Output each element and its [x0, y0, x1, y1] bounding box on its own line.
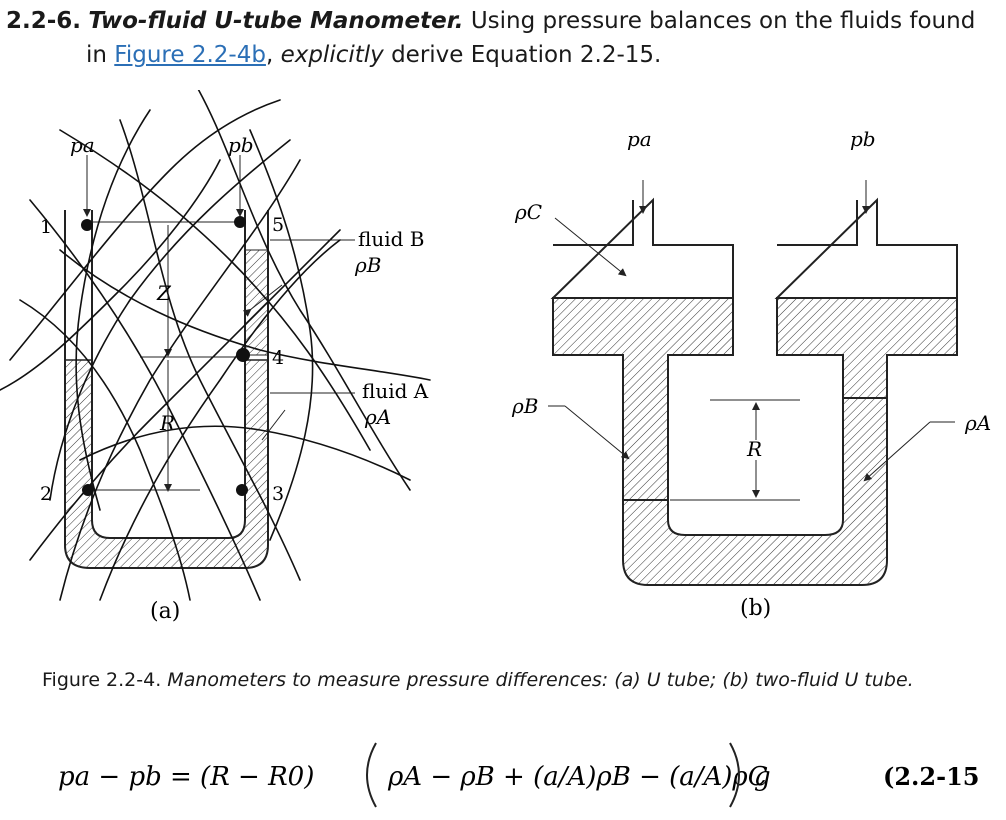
figure-a: pa pb 1 2 3 4 5 Z R fluid B ρB fluid A ρ… — [0, 90, 431, 624]
fig-a-fluid-b-label: fluid B — [358, 227, 424, 251]
fig-a-pb-label: pb — [228, 133, 254, 157]
fig-a-point-5: 5 — [272, 214, 284, 236]
fig-b-rho-b-label: ρB — [511, 394, 538, 418]
problem-text-2-suffix: derive Equation 2.2-15. — [391, 42, 662, 68]
fig-b-right-hatched-fluid-b — [776, 297, 958, 399]
fig-a-z-label: Z — [156, 281, 172, 305]
fig-b-pb-label: pb — [850, 127, 876, 151]
caption-text: Manometers to measure pressure differenc… — [167, 669, 914, 691]
fig-a-point-1: 1 — [40, 216, 52, 238]
problem-text-1: Using pressure balances on the fluids fo… — [470, 8, 976, 34]
fig-a-point-2: 2 — [40, 483, 52, 505]
fig-a-pa-label: pa — [70, 133, 95, 157]
problem-title: Two-fluid U-tube Manometer. — [88, 8, 464, 34]
fig-b-rho-c-label: ρC — [514, 200, 542, 224]
fig-a-rho-a-label: ρA — [364, 405, 391, 429]
equation-lhs: pa − pb = (R − R0) — [58, 762, 314, 792]
problem-line-2: in Figure 2.2-4b, explicitly derive Equa… — [6, 38, 975, 72]
problem-emphasis: explicitly — [280, 42, 384, 68]
equation-number: (2.2-15) — [883, 762, 978, 791]
figure-b: pa pb ρC ρB ρA R (b) — [511, 127, 991, 621]
fig-b-right-reservoir — [774, 197, 958, 299]
figure-link[interactable]: Figure 2.2-4b — [114, 42, 266, 68]
fig-b-u-fluid-a — [622, 397, 888, 586]
problem-line-1: 2.2-6. Two-fluid U-tube Manometer. Using… — [6, 4, 975, 38]
problem-text-2-prefix: in — [86, 42, 107, 68]
fig-a-point-4: 4 — [272, 347, 284, 369]
fig-b-r-label: R — [746, 437, 762, 461]
problem-statement: 2.2-6. Two-fluid U-tube Manometer. Using… — [6, 4, 975, 72]
equation-g: g — [754, 762, 771, 792]
fig-a-point-3: 3 — [272, 483, 284, 505]
fig-a-tube-outline — [64, 210, 269, 569]
fig-b-left-reservoir — [550, 197, 734, 299]
problem-number: 2.2-6. — [6, 8, 82, 34]
figure-caption: Figure 2.2-4. Manometers to measure pres… — [42, 669, 914, 691]
fig-a-label: (a) — [150, 599, 180, 624]
fig-a-r-label: R — [159, 411, 175, 435]
fig-b-label: (b) — [740, 596, 771, 621]
caption-prefix: Figure 2.2-4. — [42, 669, 168, 691]
figure-2-2-4: pa pb 1 2 3 4 5 Z R fluid B ρB fluid A ρ… — [0, 90, 991, 624]
fig-a-fluid-a-label: fluid A — [362, 379, 429, 403]
fig-b-left-hatched-fluid-b — [552, 297, 734, 501]
comma: , — [265, 42, 274, 68]
equation-body: ρA − ρB + (a/A)ρB − (a/A)ρC — [387, 762, 768, 792]
fig-b-pa-label: pa — [627, 127, 652, 151]
scribble-marks — [0, 90, 431, 601]
fig-a-rho-b-label: ρB — [354, 253, 381, 277]
equation-2-2-15: pa − pb = (R − R0) ρA − ρB + (a/A)ρB − (… — [58, 742, 978, 808]
fig-b-rho-a-label: ρA — [964, 411, 991, 435]
